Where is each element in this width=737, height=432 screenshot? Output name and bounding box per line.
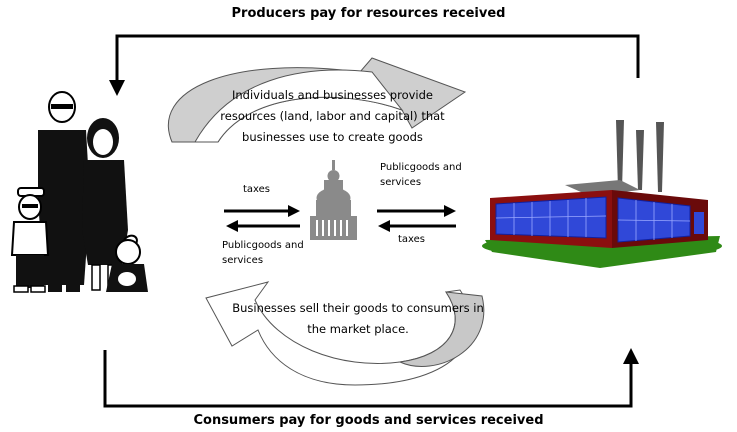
left-taxes-label: taxes: [243, 184, 271, 195]
left-public-goods-line: services: [222, 255, 264, 266]
producers-pay-line: [115, 34, 640, 84]
right-public-goods-line: Publicgoods and: [380, 162, 462, 173]
upper-flow-line: businesses use to create goods: [242, 130, 423, 144]
goods-flow-arrow: [205, 281, 485, 386]
producers-pay-arrowhead: [109, 80, 125, 96]
family-icon: [10, 91, 148, 293]
right-public-goods-line: services: [380, 177, 422, 188]
left-public-goods-line: Publicgoods and: [222, 240, 304, 251]
lower-flow-line: Businesses sell their goods to consumers…: [232, 301, 484, 315]
resources-flow-arrow: [167, 57, 467, 143]
left-exchange-arrows: [224, 205, 300, 232]
consumers-pay-line: [103, 350, 633, 408]
capitol-icon: [310, 160, 357, 240]
lower-flow-text: Businesses sell their goods to consumers…: [218, 298, 498, 340]
upper-flow-line: Individuals and businesses provide: [232, 88, 433, 102]
bottom-caption: Consumers pay for goods and services rec…: [193, 413, 544, 428]
lower-flow-line: the market place.: [307, 322, 409, 336]
left-public-goods-label: Publicgoods and services: [222, 238, 332, 268]
upper-flow-line: resources (land, labor and capital) that: [220, 109, 445, 123]
right-exchange-arrows: [377, 205, 456, 232]
top-caption: Producers pay for resources received: [231, 6, 506, 21]
consumers-pay-arrowhead: [623, 348, 639, 364]
upper-flow-text: Individuals and businesses provide resou…: [200, 85, 465, 148]
factory-icon: [482, 120, 722, 268]
right-public-goods-label: Publicgoods and services: [380, 160, 490, 190]
right-taxes-label: taxes: [398, 234, 426, 245]
